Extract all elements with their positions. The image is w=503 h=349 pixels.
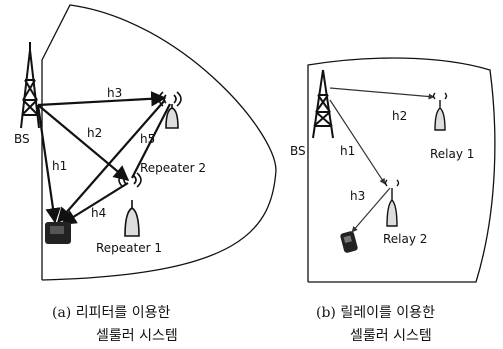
mobile-terminal-icon-a xyxy=(45,222,71,244)
relay-1-label: Relay 1 xyxy=(430,147,474,161)
bs-label-a: BS xyxy=(14,132,30,146)
panel-a: BS h3 h2 h5 h1 h4 Repeater 2 Repeater 1 xyxy=(14,4,277,344)
bs-label-b: BS xyxy=(290,144,306,158)
cell-boundary-a xyxy=(41,4,277,281)
relay-1-icon xyxy=(432,92,448,131)
bs-tower-icon-b xyxy=(312,69,334,139)
caption-a-line2: 셀룰러 시스템 xyxy=(96,328,178,344)
channel-h1-a: h1 xyxy=(52,159,67,173)
channel-h3-b: h3 xyxy=(350,189,365,203)
channel-h2-a: h2 xyxy=(87,126,102,140)
links-b xyxy=(329,87,435,233)
caption-b-line2: 셀룰러 시스템 xyxy=(350,328,432,344)
repeater-2-icon xyxy=(158,91,182,129)
mobile-terminal-icon-b xyxy=(340,231,358,253)
repeater-1-icon xyxy=(118,172,142,237)
relay-2-icon xyxy=(384,179,400,227)
panel-b: BS h2 h1 h3 Relay 1 Relay 2 ( xyxy=(290,57,496,344)
bs-tower-icon-a xyxy=(20,42,40,129)
links-a xyxy=(36,91,171,225)
cell-boundary-b xyxy=(307,57,496,283)
relay-2-label: Relay 2 xyxy=(383,232,427,246)
caption-b-line1: (b) 릴레이를 이용한 xyxy=(316,305,435,321)
channel-h2-b: h2 xyxy=(392,109,407,123)
caption-a-line1: (a) 리피터를 이용한 xyxy=(52,305,170,321)
channel-h1-b: h1 xyxy=(340,144,355,158)
channel-h4-a: h4 xyxy=(91,206,106,220)
repeater-1-label: Repeater 1 xyxy=(96,241,162,255)
channel-h5-a: h5 xyxy=(140,132,155,146)
channel-h3-a: h3 xyxy=(107,86,122,100)
repeater-2-label: Repeater 2 xyxy=(140,161,206,175)
